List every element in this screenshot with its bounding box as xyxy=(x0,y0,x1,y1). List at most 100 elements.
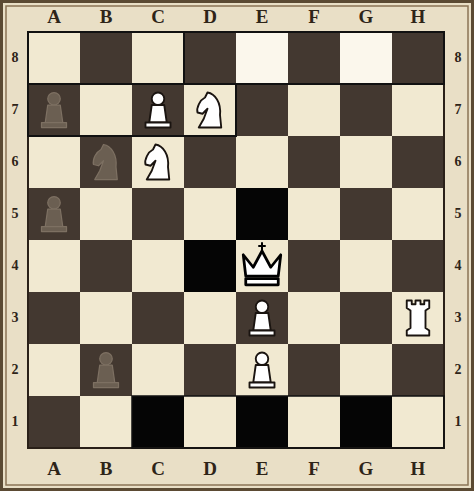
file-letter: D xyxy=(203,459,217,478)
dark-square xyxy=(80,344,132,396)
pawn-piece xyxy=(94,353,119,388)
knight-body xyxy=(197,93,221,128)
light-square xyxy=(28,32,80,84)
pawn-body xyxy=(94,383,119,388)
dark-square xyxy=(28,292,80,344)
dark-square xyxy=(184,344,236,396)
pawn-body xyxy=(250,383,275,388)
dark-square xyxy=(340,396,392,448)
file-letter: A xyxy=(47,7,61,26)
light-square xyxy=(184,396,236,448)
light-square xyxy=(392,396,444,448)
light-square xyxy=(184,84,236,136)
dark-square xyxy=(132,396,184,448)
pawn-head xyxy=(256,301,269,314)
knight-piece xyxy=(145,145,169,180)
pawn-body xyxy=(253,365,271,383)
rank-number: 8 xyxy=(455,51,462,65)
light-square xyxy=(288,396,340,448)
pawn-head xyxy=(48,197,61,210)
rank-number: 3 xyxy=(455,311,462,325)
dark-square xyxy=(184,240,236,292)
crown-piece xyxy=(243,242,281,285)
rank-outline xyxy=(132,396,444,448)
rank-number: 4 xyxy=(12,259,19,273)
pawn-head xyxy=(256,353,269,366)
dark-square xyxy=(28,84,80,136)
squares xyxy=(28,32,444,448)
file-letter: D xyxy=(203,7,217,26)
dark-square xyxy=(184,32,236,84)
file-letter: C xyxy=(151,7,165,26)
light-square xyxy=(184,188,236,240)
light-square xyxy=(392,188,444,240)
light-square xyxy=(236,136,288,188)
light-square xyxy=(236,344,288,396)
dark-square xyxy=(184,136,236,188)
file-letter: G xyxy=(359,459,374,478)
rank-number: 6 xyxy=(455,155,462,169)
board-border xyxy=(28,32,444,448)
file-letter: E xyxy=(256,7,269,26)
pawn-head xyxy=(100,353,113,366)
rank-number: 5 xyxy=(12,207,19,221)
file-letter: F xyxy=(308,459,320,478)
pawn-head xyxy=(48,93,61,106)
dark-square xyxy=(288,344,340,396)
crown-body xyxy=(243,251,281,276)
rook-body xyxy=(407,301,430,336)
file-letter: B xyxy=(100,7,113,26)
dark-square xyxy=(80,32,132,84)
pawn-piece xyxy=(42,197,67,232)
pawn-piece xyxy=(42,93,67,128)
file-letter: H xyxy=(411,459,426,478)
dark-square xyxy=(28,396,80,448)
light-square xyxy=(80,292,132,344)
pawn-piece xyxy=(250,301,275,336)
dark-square xyxy=(236,84,288,136)
pawn-body xyxy=(146,123,171,128)
dark-square xyxy=(392,344,444,396)
rank-number: 4 xyxy=(455,259,462,273)
pawn-piece xyxy=(146,93,171,128)
rank-outline xyxy=(28,84,236,136)
light-square xyxy=(288,84,340,136)
dark-square xyxy=(80,240,132,292)
rank-number: 7 xyxy=(12,103,19,117)
dark-square xyxy=(340,292,392,344)
rank-number: 7 xyxy=(455,103,462,117)
file-letter: E xyxy=(256,459,269,478)
light-square xyxy=(392,292,444,344)
light-square xyxy=(28,136,80,188)
dark-square xyxy=(340,84,392,136)
dark-square xyxy=(132,292,184,344)
dark-square xyxy=(340,188,392,240)
dark-square xyxy=(236,188,288,240)
dark-square xyxy=(392,240,444,292)
rank-number: 1 xyxy=(455,415,462,429)
file-letter: B xyxy=(100,459,113,478)
knight-body xyxy=(145,145,169,180)
light-square xyxy=(80,84,132,136)
rank-number: 3 xyxy=(12,311,19,325)
divider-line xyxy=(183,32,185,84)
pawn-piece xyxy=(250,353,275,388)
pawn-body xyxy=(253,313,271,331)
light-square xyxy=(132,32,184,84)
rank-number: 6 xyxy=(12,155,19,169)
rank-number: 1 xyxy=(12,415,19,429)
file-letter: H xyxy=(411,7,426,26)
dark-square xyxy=(80,136,132,188)
pawn-body xyxy=(97,365,115,383)
pawn-body xyxy=(42,227,67,232)
dark-square xyxy=(236,292,288,344)
pawn-body xyxy=(45,105,63,123)
light-square xyxy=(288,188,340,240)
knight-piece xyxy=(93,145,117,180)
pawn-body xyxy=(42,123,67,128)
dark-square xyxy=(236,396,288,448)
knight-body xyxy=(93,145,117,180)
light-square xyxy=(340,136,392,188)
rank-number: 2 xyxy=(12,363,19,377)
